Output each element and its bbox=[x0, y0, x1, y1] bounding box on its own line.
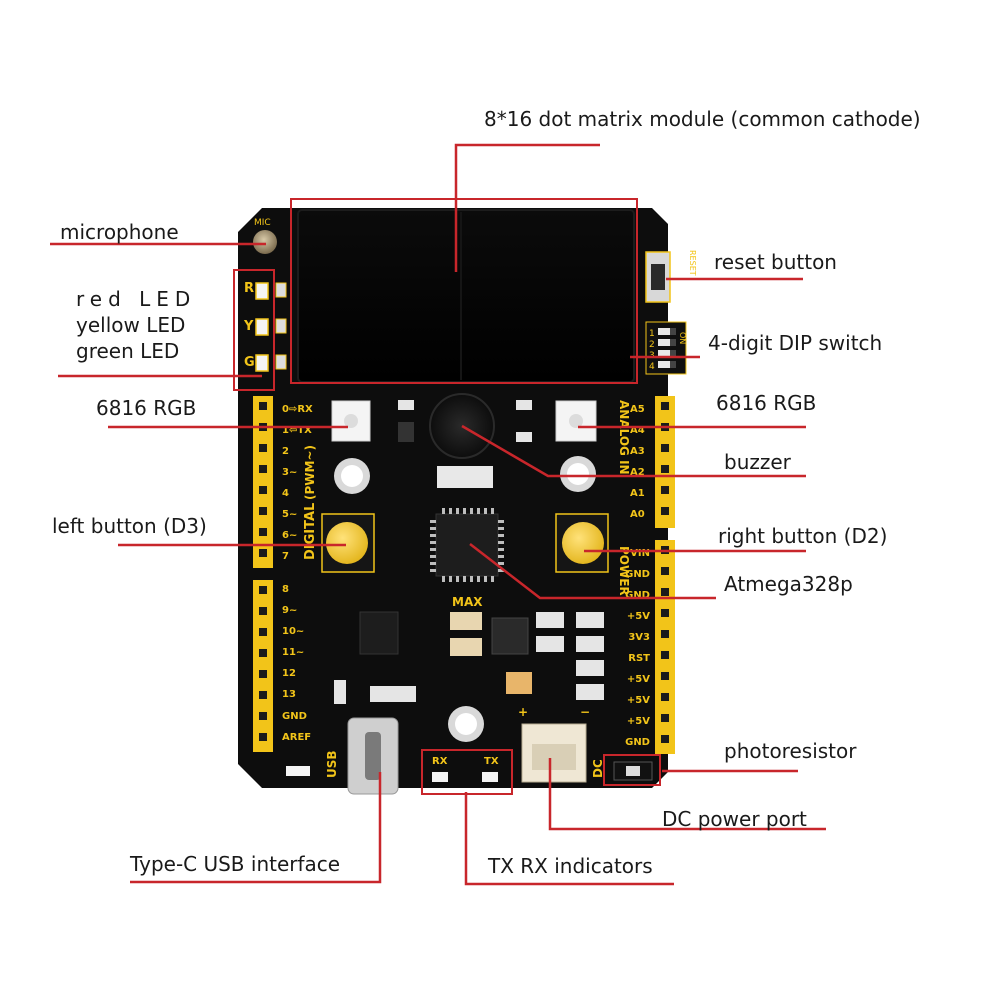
pwm-silk: (PWM~) bbox=[303, 445, 317, 500]
label-usb: Type-C USB interface bbox=[130, 852, 341, 876]
power-pin-label: GND bbox=[625, 737, 650, 748]
digital-pin-label: 11~ bbox=[282, 647, 304, 658]
left-header-lower bbox=[253, 580, 273, 752]
power-pin-label: 3V3 bbox=[628, 632, 650, 643]
power-pin-label: VIN bbox=[630, 548, 650, 559]
power-silk: POWER bbox=[617, 546, 631, 596]
digital-pin-label: 2 bbox=[282, 446, 289, 457]
green-led-component bbox=[255, 354, 269, 372]
callout-lines bbox=[50, 143, 826, 886]
reset-silk: RESET bbox=[688, 250, 697, 276]
dc-plus-silk: + bbox=[518, 705, 528, 719]
inductor bbox=[491, 617, 529, 655]
label-reset-button: reset button bbox=[714, 250, 837, 274]
dip-toggle bbox=[658, 361, 676, 368]
label-led-stack: red LED yellow LED green LED bbox=[76, 286, 196, 364]
power-pin-label: +5V bbox=[627, 716, 650, 727]
dip-toggle bbox=[658, 339, 676, 346]
label-rgb-right: 6816 RGB bbox=[716, 391, 817, 415]
label-red-led: red LED bbox=[76, 287, 197, 311]
left-header-upper bbox=[253, 396, 273, 568]
label-dot-matrix: 8*16 dot matrix module (common cathode) bbox=[484, 107, 921, 131]
analog-pin-label: A0 bbox=[630, 509, 645, 520]
max-silk: MAX bbox=[452, 595, 483, 609]
usb-chip bbox=[359, 611, 399, 655]
digital-pin-label: 7 bbox=[282, 551, 289, 562]
label-right-button: right button (D2) bbox=[718, 524, 888, 548]
analog-pin-label: A2 bbox=[630, 467, 645, 478]
digital-pin-label: AREF bbox=[282, 732, 311, 743]
label-txrx: TX RX indicators bbox=[488, 854, 653, 878]
power-pin-label: GND bbox=[625, 569, 650, 580]
digital-pin-label: 5~ bbox=[282, 509, 297, 520]
atmega328p-chip bbox=[435, 513, 499, 577]
led-g-silk: G bbox=[244, 355, 255, 370]
dip-toggle bbox=[658, 328, 676, 335]
dc-minus-silk: − bbox=[580, 705, 590, 719]
usb-silk: USB bbox=[325, 750, 339, 778]
right-button-cap bbox=[562, 522, 604, 564]
analog-pin-label: A1 bbox=[630, 488, 645, 499]
right-header-power bbox=[655, 540, 675, 754]
yellow-led-component bbox=[255, 318, 269, 336]
dc-silk: DC bbox=[591, 759, 605, 778]
tx-silk: TX bbox=[484, 756, 499, 767]
digital-pin-label: 9~ bbox=[282, 605, 297, 616]
digital-pin-label: 10~ bbox=[282, 626, 304, 637]
digital-silk: DIGITAL bbox=[303, 503, 318, 560]
analog-pin-label: A4 bbox=[630, 425, 645, 436]
label-left-button: left button (D3) bbox=[52, 514, 207, 538]
dip-number-label: 1 bbox=[649, 329, 655, 339]
left-button-cap bbox=[326, 522, 368, 564]
digital-pin-label: GND bbox=[282, 711, 307, 722]
digital-pin-label: 12 bbox=[282, 668, 296, 679]
led-r-silk: R bbox=[244, 281, 254, 296]
dot-matrix-module bbox=[297, 209, 635, 383]
dip-number-label: 2 bbox=[649, 340, 655, 350]
led-y-silk: Y bbox=[243, 319, 254, 334]
label-green-led: green LED bbox=[76, 339, 180, 363]
label-photoresistor: photoresistor bbox=[724, 739, 857, 763]
digital-pin-label: 6~ bbox=[282, 530, 297, 541]
microphone-component bbox=[253, 230, 277, 254]
rx-silk: RX bbox=[432, 756, 448, 767]
power-pin-label: +5V bbox=[627, 611, 650, 622]
digital-pin-label: 8 bbox=[282, 584, 289, 595]
analog-pin-label: A5 bbox=[630, 404, 645, 415]
power-pin-label: +5V bbox=[627, 674, 650, 685]
label-rgb-left: 6816 RGB bbox=[96, 396, 197, 420]
dip-number-label: 4 bbox=[649, 362, 655, 372]
label-yellow-led: yellow LED bbox=[76, 313, 186, 337]
digital-pin-label: 3~ bbox=[282, 467, 297, 478]
red-led-component bbox=[255, 282, 269, 300]
label-dip-switch: 4-digit DIP switch bbox=[708, 331, 883, 355]
right-header-analog bbox=[655, 396, 675, 528]
mic-silk: MIC bbox=[254, 218, 271, 228]
power-pin-label: RST bbox=[628, 653, 650, 664]
power-pin-label: GND bbox=[625, 590, 650, 601]
label-mcu: Atmega328p bbox=[724, 572, 853, 596]
dip-toggle bbox=[658, 350, 676, 357]
analog-silk: ANALOG IN bbox=[617, 400, 631, 475]
label-microphone: microphone bbox=[60, 220, 179, 244]
power-pin-label: +5V bbox=[627, 695, 650, 706]
dip-on-label: ON bbox=[678, 332, 687, 344]
digital-pin-label: 13 bbox=[282, 689, 296, 700]
digital-pin-label: 4 bbox=[282, 488, 289, 499]
digital-pin-label: 1⇦TX bbox=[282, 425, 312, 436]
analog-pin-label: A3 bbox=[630, 446, 645, 457]
label-dc-port: DC power port bbox=[662, 807, 807, 831]
label-buzzer: buzzer bbox=[724, 450, 791, 474]
digital-pin-label: 0⇨RX bbox=[282, 404, 313, 415]
